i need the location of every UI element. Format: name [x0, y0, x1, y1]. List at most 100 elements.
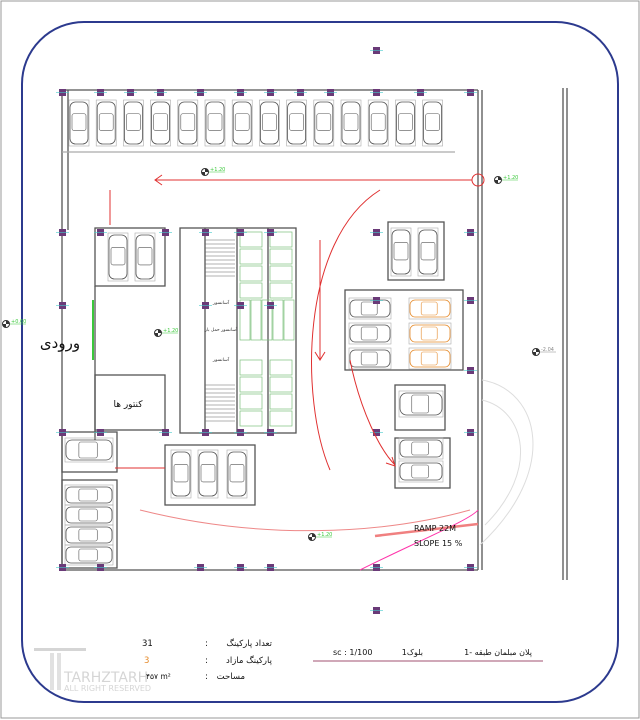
car-body: [409, 324, 451, 343]
parked-car: [64, 437, 114, 463]
car-body: [399, 392, 443, 416]
parking-stall: [123, 99, 144, 147]
parked-car: [398, 390, 444, 418]
parking-stall: [107, 232, 129, 282]
car-body: [418, 229, 438, 275]
parked-car: [95, 99, 117, 147]
car-roof: [370, 113, 386, 131]
car-roof: [411, 394, 429, 414]
storage-unit: [239, 265, 263, 282]
parked-car: [226, 449, 248, 499]
parking-stall: [150, 99, 171, 147]
parked-car: [340, 99, 362, 147]
car-roof: [229, 464, 245, 483]
parking-stall: [417, 227, 439, 277]
car-body: [135, 234, 155, 280]
sep: :: [205, 656, 208, 666]
parking-count-value: 31: [142, 639, 153, 649]
elevator-label-2: آسانسور: [212, 357, 230, 363]
car-body: [232, 101, 252, 145]
parking-cars: [64, 99, 452, 566]
parked-car: [286, 99, 307, 147]
level-symbol-fill: [154, 329, 162, 337]
parked-car: [417, 227, 439, 277]
car-body: [65, 486, 113, 504]
car-body: [341, 101, 361, 145]
parking-stall: [390, 227, 412, 277]
car-roof: [411, 464, 429, 479]
car-roof: [78, 441, 98, 459]
level-symbol-fill: [308, 533, 316, 541]
parking-stall: [408, 297, 452, 320]
car-roof: [78, 548, 98, 562]
sep: :: [205, 639, 208, 649]
car-roof: [289, 113, 304, 131]
watermark-rights: ALL RIGHT RESERVED: [64, 684, 151, 693]
parked-car: [348, 347, 392, 370]
car-roof: [393, 242, 409, 261]
storage-unit: [239, 282, 263, 299]
car-roof: [360, 301, 378, 316]
level-value: +1.20: [317, 532, 332, 538]
extra-parking-value: 3: [144, 656, 149, 666]
storage-unit: [269, 393, 293, 410]
level-value: +1.20: [163, 328, 178, 334]
car-roof: [398, 113, 413, 131]
parking-stall: [134, 232, 156, 282]
parked-car: [150, 99, 171, 147]
car-roof: [98, 113, 114, 131]
car-body: [349, 324, 391, 343]
drawing-frame: [21, 21, 619, 703]
car-body: [368, 101, 388, 145]
freight-elevator-label: آسانسور حمل بار: [204, 327, 238, 333]
parked-car: [408, 322, 452, 345]
building-walls: [61, 88, 568, 580]
car-body: [198, 451, 218, 497]
level-symbol-fill: [201, 168, 209, 176]
parked-car: [408, 347, 452, 370]
stairs: [205, 239, 235, 422]
car-body: [65, 506, 113, 524]
level-value: +1.20: [503, 175, 518, 181]
storage-unit: [269, 231, 293, 248]
parked-car: [408, 297, 452, 320]
car-roof: [78, 488, 98, 502]
entrance-label: ورودی: [40, 334, 80, 352]
storage-unit: [269, 248, 293, 265]
car-body: [399, 462, 443, 481]
level-symbol-fill: [494, 176, 502, 184]
parked-car: [177, 99, 199, 147]
parking-stall: [64, 437, 114, 463]
car-roof: [425, 113, 440, 131]
car-roof: [110, 247, 126, 266]
parked-car: [197, 449, 219, 499]
car-roof: [173, 464, 189, 483]
parking-stall: [68, 99, 90, 147]
car-body: [259, 101, 279, 145]
car-roof: [78, 528, 98, 542]
storage-unit: [239, 299, 251, 341]
car-roof: [316, 113, 332, 131]
car-roof: [420, 351, 438, 366]
car-roof: [234, 113, 250, 131]
level-value: +0.60: [11, 319, 26, 325]
area-value: ۴۵۷ m²: [146, 672, 171, 681]
car-body: [151, 101, 171, 145]
car-body: [65, 526, 113, 544]
parking-stall: [340, 99, 362, 147]
car-roof: [420, 301, 438, 316]
car-roof: [153, 113, 168, 131]
parked-car: [68, 99, 90, 147]
parked-car: [107, 232, 129, 282]
parked-car: [367, 99, 389, 147]
level-symbol-fill: [2, 320, 10, 328]
car-body: [65, 439, 113, 461]
parking-stall: [197, 449, 219, 499]
parked-car: [231, 99, 253, 147]
storage-unit: [272, 299, 284, 341]
parked-car: [204, 99, 226, 147]
car-body: [227, 451, 247, 497]
storage-unit: [269, 282, 293, 299]
storage-unit: [239, 231, 263, 248]
